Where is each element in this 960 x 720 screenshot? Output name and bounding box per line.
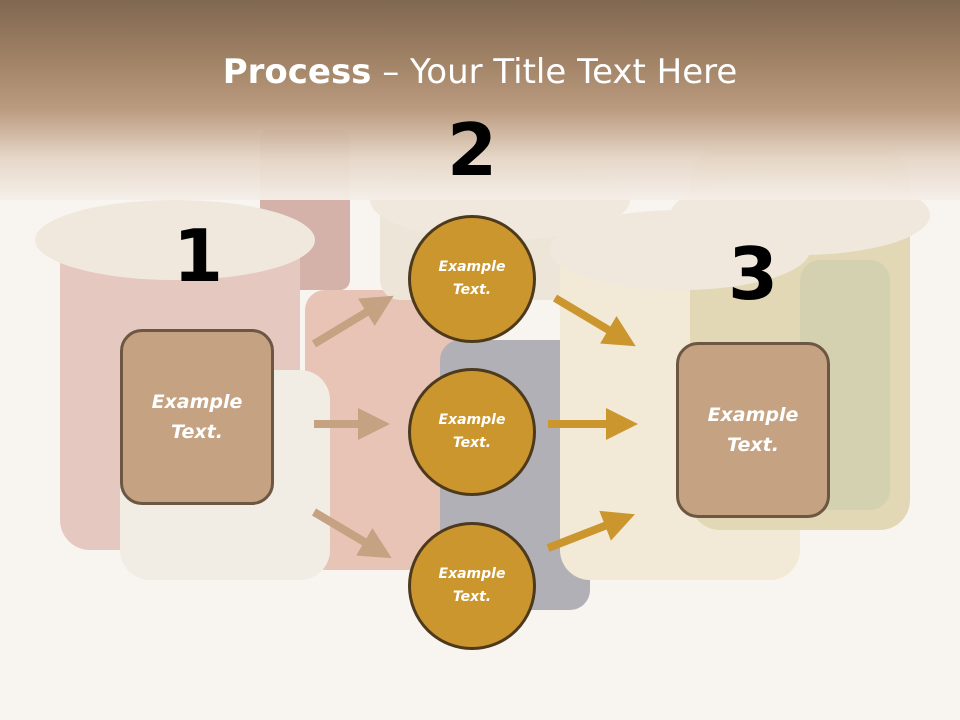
step-1-text-line2: Text. — [171, 421, 223, 443]
arrow-1-to-top — [311, 295, 394, 348]
circle-middle-line1: Example — [438, 412, 506, 428]
title-bold: Process — [222, 52, 372, 92]
circle-top-line2: Text. — [452, 282, 492, 298]
page-title: Process – Your Title Text Here — [0, 52, 960, 92]
circle-bottom-line2: Text. — [452, 589, 492, 605]
step-3-text-line2: Text. — [727, 434, 779, 456]
circle-middle-line2: Text. — [452, 435, 492, 451]
title-rest: – Your Title Text Here — [371, 52, 738, 92]
step-number-1: 1 — [172, 214, 224, 298]
step-number-2: 2 — [446, 108, 498, 192]
header-gradient — [0, 0, 960, 200]
arrow-1-to-bottom — [311, 508, 392, 559]
step-1-text-line1: Example — [151, 391, 243, 413]
circle-bottom-line1: Example — [438, 566, 506, 582]
arrow-top-to-3 — [552, 294, 636, 347]
step-number-3: 3 — [727, 232, 779, 316]
arrow-bottom-to-3 — [546, 510, 635, 552]
step-3-text-line1: Example — [707, 404, 799, 426]
circle-top-line1: Example — [438, 259, 506, 275]
